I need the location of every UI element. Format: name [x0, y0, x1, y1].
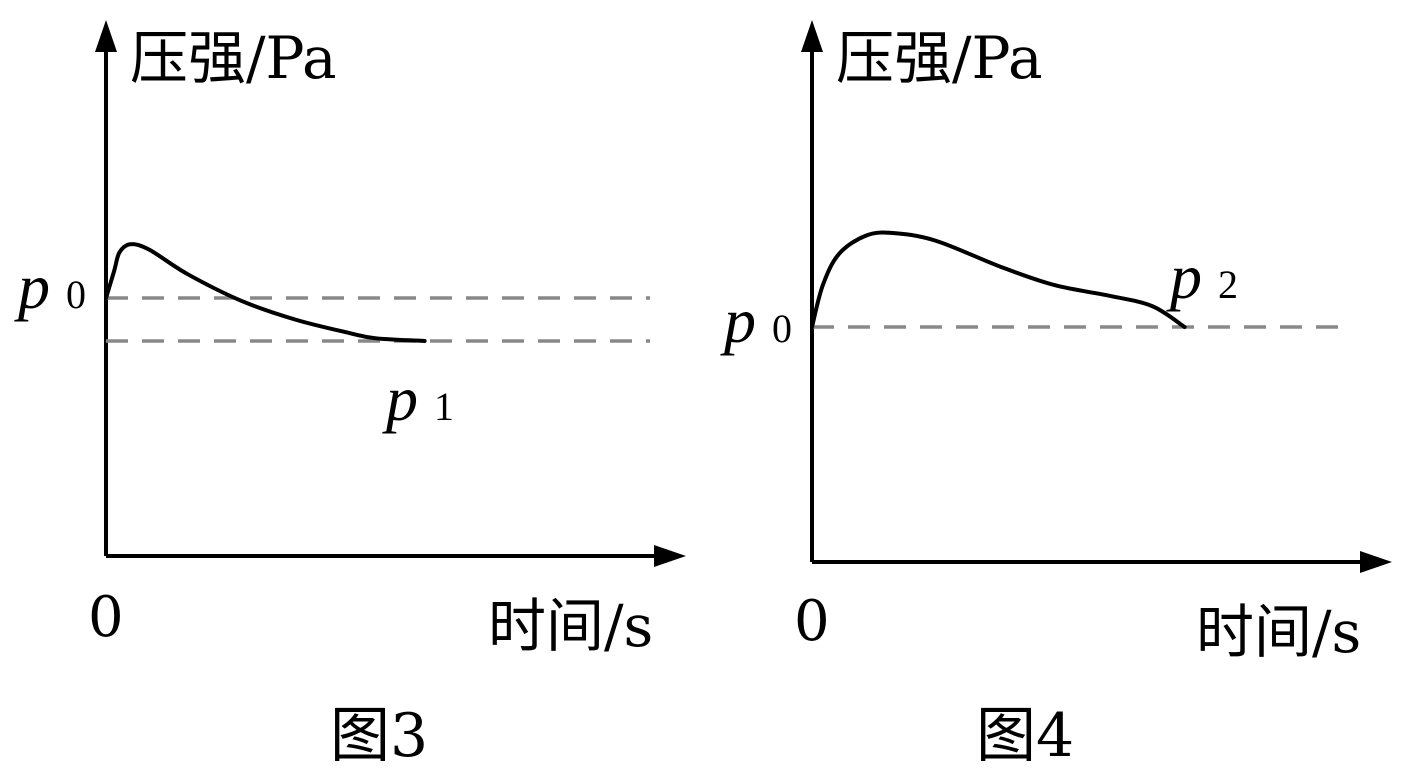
chart-2-origin-label: 0	[794, 589, 830, 654]
chart-2-x-axis-arrow	[1360, 551, 1392, 573]
chart-1-label-p1-sub: 1	[434, 384, 454, 429]
chart-1-label-p1: p 1	[382, 363, 454, 434]
chart-1-caption: 图3	[330, 701, 428, 771]
chart-2: 压强/Pa 时间/s 0 p 0 p 2 图4	[720, 20, 1392, 771]
chart-1-origin-label: 0	[88, 585, 124, 650]
chart-2-y-axis-title: 压强/Pa	[836, 24, 1043, 92]
chart-1-y-axis-title: 压强/Pa	[130, 24, 337, 92]
chart-2-label-p0: p 0	[720, 285, 792, 356]
chart-2-caption: 图4	[976, 701, 1074, 771]
chart-1-label-p1-main: p	[382, 363, 418, 434]
chart-2-y-axis-arrow	[801, 20, 823, 52]
chart-2-label-p2-main: p	[1166, 241, 1202, 312]
chart-1-x-axis-arrow	[654, 545, 686, 567]
chart-1-label-p0-sub: 0	[66, 272, 86, 317]
chart-1-curve	[104, 242, 427, 343]
chart-1-label-p0: p 0	[14, 251, 86, 322]
chart-2-label-p0-sub: 0	[772, 306, 792, 351]
chart-1-label-p0-main: p	[14, 251, 50, 322]
chart-1: 压强/Pa 时间/s 0 p 0 p 1 图3	[14, 20, 686, 771]
chart-1-x-axis-title: 时间/s	[488, 592, 653, 660]
chart-2-label-p2: p 2	[1166, 241, 1238, 312]
chart-2-x-axis-title: 时间/s	[1196, 598, 1361, 666]
chart-2-label-p0-main: p	[720, 285, 756, 356]
chart-1-y-axis-arrow	[95, 20, 117, 52]
chart-2-label-p2-sub: 2	[1218, 262, 1238, 307]
chart-2-curve	[810, 230, 1187, 330]
